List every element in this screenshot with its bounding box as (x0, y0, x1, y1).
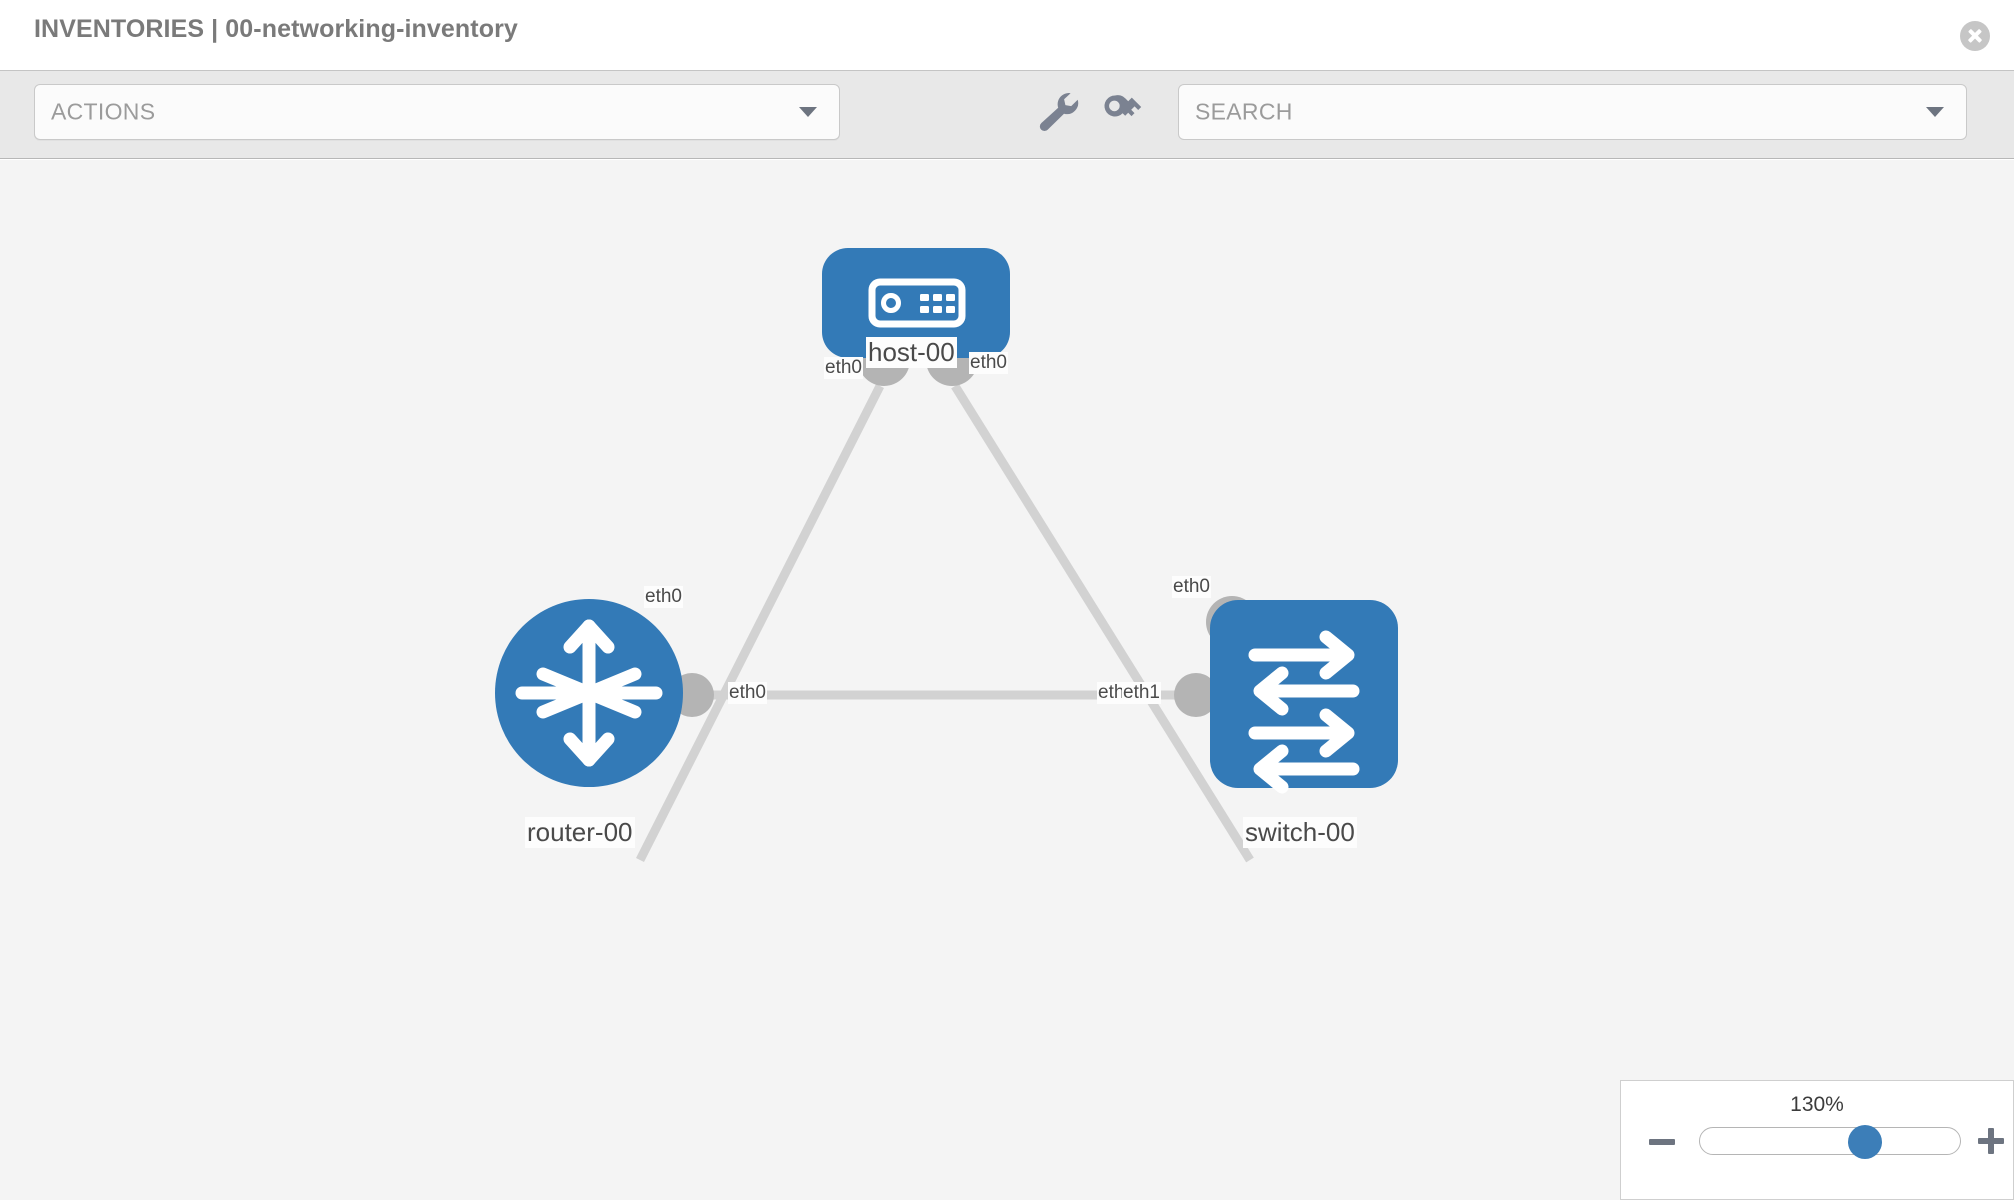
iface-label-switch00-uplink: eth0 (1172, 576, 1211, 598)
interface-nub-switch00-eth1[interactable] (1174, 673, 1218, 717)
app-header: INVENTORIES | 00-networking-inventory (0, 0, 2014, 70)
minus-icon[interactable] (1649, 1139, 1675, 1145)
iface-label-host00-right: eth0 (969, 352, 1008, 374)
node-label-host-00: host-00 (866, 337, 957, 368)
node-host-00[interactable] (822, 248, 1010, 358)
close-icon[interactable] (1960, 21, 1990, 51)
zoom-level-value: 130% (1790, 1093, 1844, 1116)
topology-graph (495, 248, 1398, 863)
interface-nub-group (670, 334, 1258, 717)
router-arrows-icon (515, 619, 663, 767)
actions-dropdown[interactable]: ACTIONS (34, 84, 840, 140)
plus-icon-bar-v (1988, 1128, 1994, 1154)
node-label-router-00: router-00 (525, 817, 635, 848)
link-host00-switch00[interactable] (951, 383, 1254, 863)
chevron-down-icon (1926, 107, 1944, 117)
search-placeholder: SEARCH (1195, 98, 1293, 125)
node-switch-00[interactable] (1210, 600, 1398, 794)
iface-label-router00-uplink: eth0 (644, 586, 683, 608)
topology-canvas[interactable]: host-00 router-00 switch-00 eth0 eth0 et… (0, 160, 2014, 1200)
key-icon[interactable] (1095, 87, 1147, 137)
iface-label-switch00-eth1: eth1 (1122, 682, 1161, 704)
node-router-00[interactable] (495, 599, 683, 787)
server-appliance-icon (868, 278, 966, 328)
switch-arrows-icon (1248, 630, 1360, 794)
wrench-icon[interactable] (1032, 87, 1084, 137)
zoom-control-panel: 130% (1620, 1080, 2014, 1200)
link-host00-router00[interactable] (635, 383, 885, 863)
key-icon-svg (1104, 95, 1142, 117)
toolbar: ACTIONS SEARCH (0, 70, 2014, 159)
iface-label-router00-eth0: eth0 (728, 682, 767, 704)
page-title: INVENTORIES | 00-networking-inventory (34, 15, 518, 43)
link-group (635, 383, 1254, 863)
plus-icon[interactable] (1978, 1128, 2004, 1154)
search-input[interactable]: SEARCH (1178, 84, 1967, 140)
zoom-slider[interactable] (1699, 1125, 1961, 1159)
zoom-slider-thumb[interactable] (1848, 1125, 1882, 1159)
chevron-down-icon (799, 107, 817, 117)
wrench-icon-svg (1039, 93, 1079, 132)
iface-label-host00-left: eth0 (824, 357, 863, 379)
actions-dropdown-label: ACTIONS (51, 98, 156, 125)
node-label-switch-00: switch-00 (1243, 817, 1357, 848)
